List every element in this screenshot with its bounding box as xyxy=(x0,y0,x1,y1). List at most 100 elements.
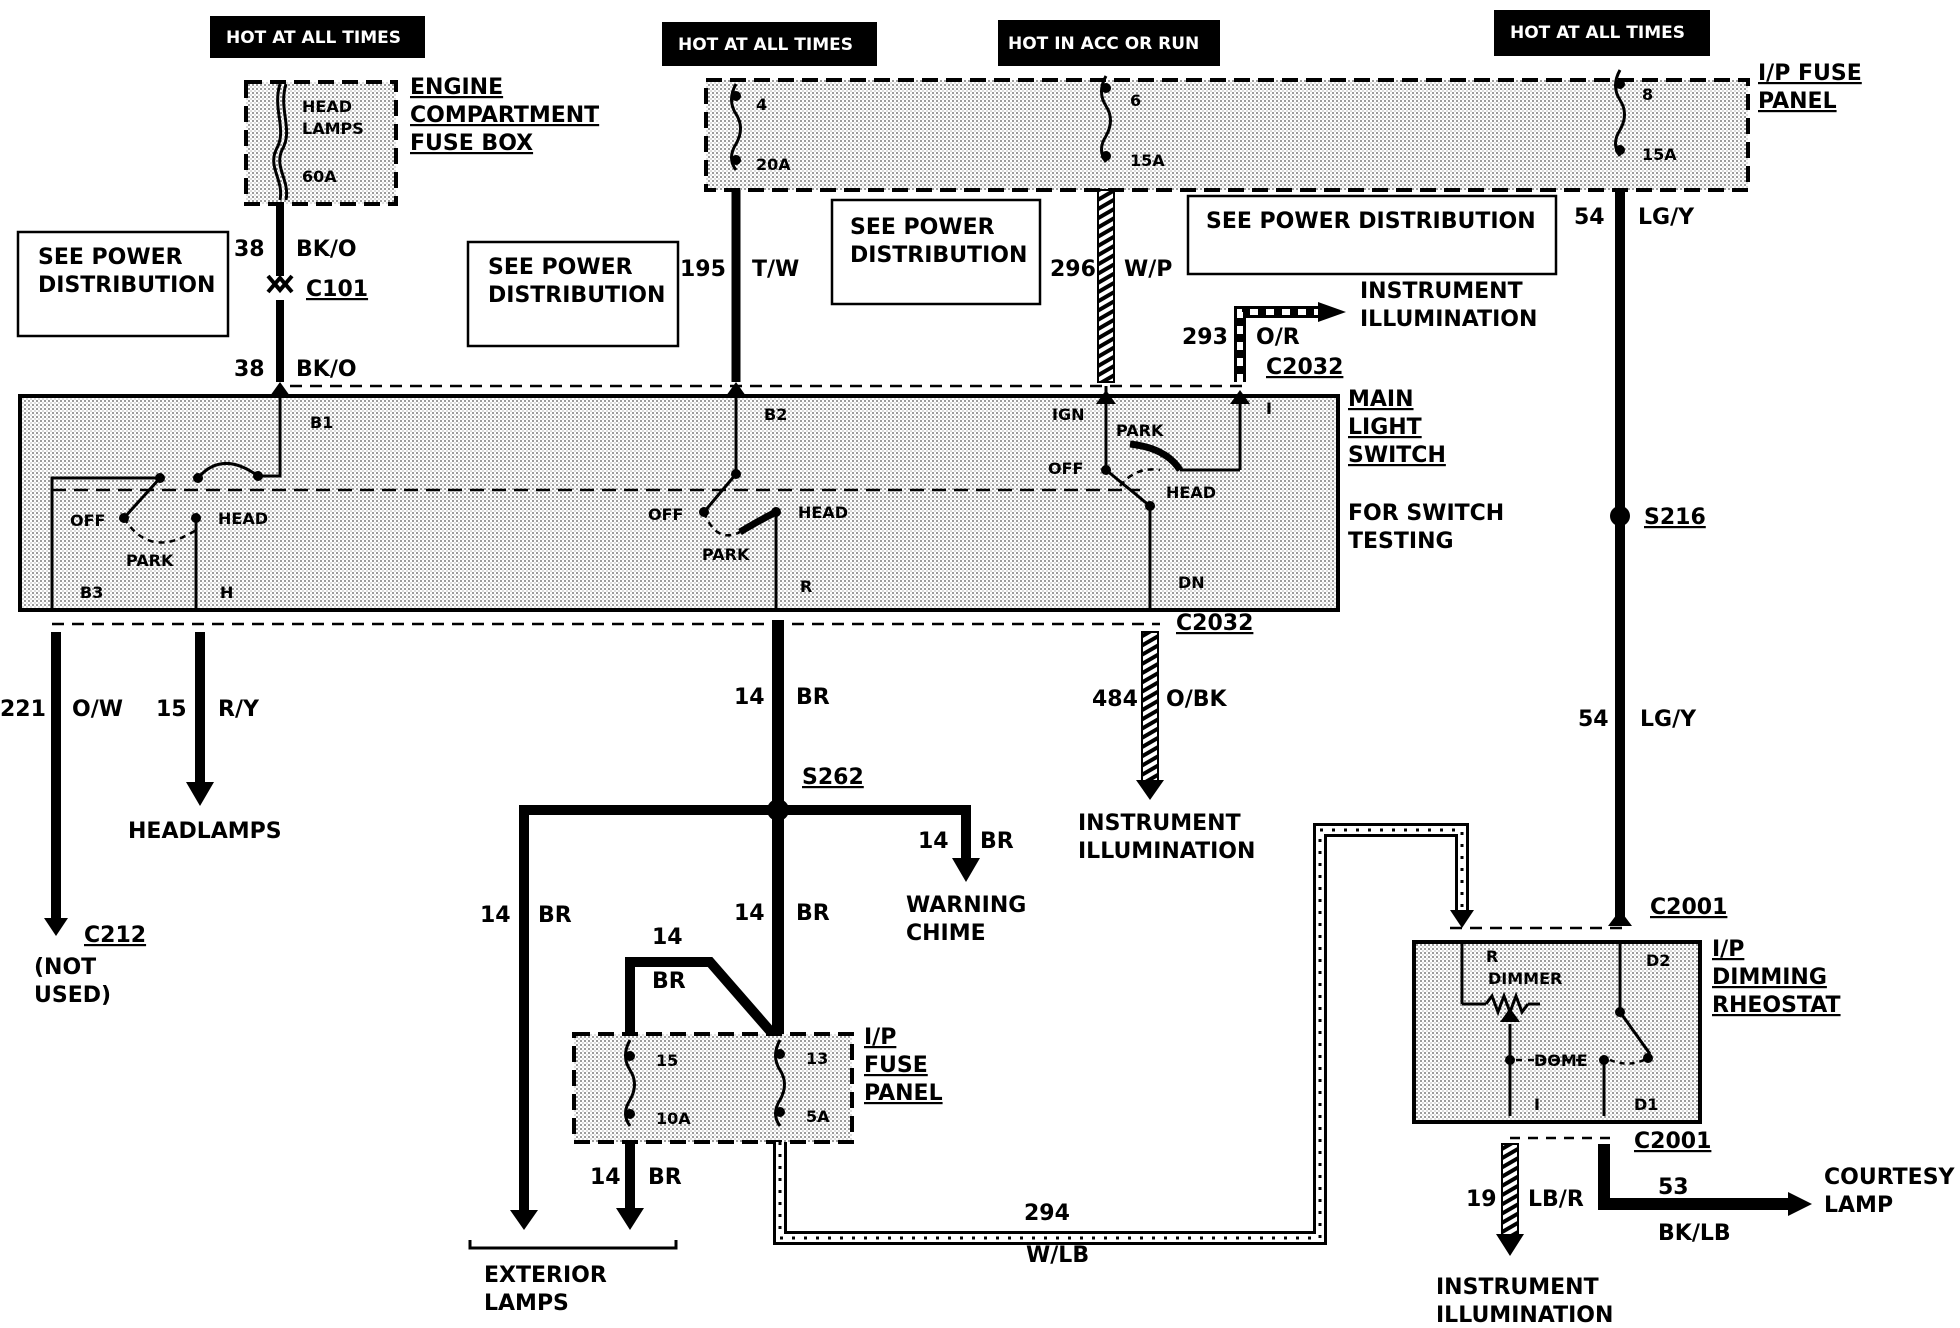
power-dist-box-2: SEE POWER DISTRIBUTION xyxy=(466,240,680,348)
exterior-lamps-1: EXTERIOR xyxy=(484,1263,607,1288)
wire-14a-num: 14 xyxy=(734,685,765,710)
wire-294-num: 294 xyxy=(1024,1201,1070,1226)
ip-fuse-panel-lower xyxy=(572,1032,854,1144)
wire-14f-num: 14 xyxy=(590,1165,621,1190)
connector-c2001-top: C2001 xyxy=(1650,895,1727,920)
engine-fuse-label-3: FUSE BOX xyxy=(410,131,533,156)
wire-38a-color: BK/O xyxy=(296,237,357,262)
wire-195-num: 195 xyxy=(680,257,726,282)
power-dist-3-line-1: SEE POWER xyxy=(850,215,995,240)
engine-fuse-label-1: ENGINE xyxy=(410,75,503,100)
ip-fuse-top-label-1: I/P FUSE xyxy=(1758,61,1862,86)
hot-tag-3: HOT IN ACC OR RUN xyxy=(998,20,1220,66)
power-dist-box-4: SEE POWER DISTRIBUTION xyxy=(1186,194,1558,276)
switch-1-off: OFF xyxy=(70,511,105,530)
pin-dn: DN xyxy=(1178,573,1205,592)
pin-ign: IGN xyxy=(1052,405,1084,424)
hot-tag-2-text: HOT AT ALL TIMES xyxy=(678,35,853,55)
main-light-switch xyxy=(18,382,1340,612)
fuse-13-num: 13 xyxy=(806,1049,828,1068)
wire-221 xyxy=(44,632,68,936)
rheostat-label-1: I/P xyxy=(1712,937,1744,962)
wire-14f-color: BR xyxy=(648,1165,682,1190)
hot-tag-1-text: HOT AT ALL TIMES xyxy=(226,28,401,48)
power-dist-1-line-1: SEE POWER xyxy=(38,245,183,270)
wire-294-color: W/LB xyxy=(1026,1243,1089,1268)
wire-19 xyxy=(1496,1143,1524,1256)
pin-b2: B2 xyxy=(764,405,787,424)
fuse-name-head: HEAD xyxy=(302,97,352,116)
rheostat-pin-i: I xyxy=(1534,1095,1540,1114)
warning-chime-2: CHIME xyxy=(906,921,986,946)
switch-3-off: OFF xyxy=(1048,459,1083,478)
fuse-6-rating: 15A xyxy=(1130,151,1165,170)
rheostat-pin-r: R xyxy=(1486,947,1498,966)
splice-s216: S216 xyxy=(1644,505,1706,530)
wire-293-num: 293 xyxy=(1182,325,1228,350)
fuse-name-lamps: LAMPS xyxy=(302,119,364,138)
power-dist-2-line-2: DISTRIBUTION xyxy=(488,283,665,308)
wire-14a-color: BR xyxy=(796,685,830,710)
pin-r: R xyxy=(800,577,812,596)
connector-c2001-bottom: C2001 xyxy=(1634,1129,1711,1154)
wire-53-num: 53 xyxy=(1658,1175,1689,1200)
wire-14e-num: 14 xyxy=(652,925,683,950)
main-switch-note-1: FOR SWITCH xyxy=(1348,501,1504,526)
switch-2-off: OFF xyxy=(648,505,683,524)
not-used-2: USED) xyxy=(34,983,111,1008)
connector-c2032-top: C2032 xyxy=(1266,355,1343,380)
wire-15-num: 15 xyxy=(156,697,187,722)
ip-fuse-top-label-2: PANEL xyxy=(1758,89,1837,114)
wire-53-color: BK/LB xyxy=(1658,1221,1731,1246)
ip-fuse-panel-top: 4 20A 6 15A 8 15A xyxy=(704,69,1750,192)
wire-15-color: R/Y xyxy=(218,697,260,722)
wire-14d-num: 14 xyxy=(734,901,765,926)
wire-38a-num: 38 xyxy=(234,237,265,262)
ip-fuse-lower-label-1: I/P xyxy=(864,1025,896,1050)
fuse-15-num: 15 xyxy=(656,1051,678,1070)
fuse-4-num: 4 xyxy=(756,95,767,114)
exterior-lamps-2: LAMPS xyxy=(484,1291,569,1316)
wire-38b-num: 38 xyxy=(234,357,265,382)
rheostat-dimmer: DIMMER xyxy=(1488,969,1562,988)
wire-14c-num: 14 xyxy=(480,903,511,928)
switch-2-park: PARK xyxy=(702,545,750,564)
connector-c101: C101 xyxy=(306,277,368,302)
connector-c212: C212 xyxy=(84,923,146,948)
wire-54a-num: 54 xyxy=(1574,205,1605,230)
power-dist-box-1: SEE POWER DISTRIBUTION xyxy=(16,230,230,338)
not-used-1: (NOT xyxy=(34,955,96,980)
rheostat-pin-d2: D2 xyxy=(1646,951,1670,970)
rheostat-pin-d1: D1 xyxy=(1634,1095,1658,1114)
switch-1-head: HEAD xyxy=(218,509,268,528)
fuse-15-rating: 10A xyxy=(656,1109,691,1128)
ip-dimming-rheostat xyxy=(1412,940,1702,1124)
splice-s216-dot xyxy=(1610,506,1630,526)
power-dist-1-line-2: DISTRIBUTION xyxy=(38,273,215,298)
wire-54a-color: LG/Y xyxy=(1638,205,1695,230)
wire-296-num: 296 xyxy=(1050,257,1096,282)
main-switch-note-2: TESTING xyxy=(1348,529,1454,554)
rheostat-dome: DOME xyxy=(1534,1051,1588,1070)
fuse-13-rating: 5A xyxy=(806,1107,830,1126)
wire-293-color: O/R xyxy=(1256,325,1300,350)
wire-484-color: O/BK xyxy=(1166,687,1228,712)
fuse-8-num: 8 xyxy=(1642,85,1653,104)
wire-221-color: O/W xyxy=(72,697,123,722)
wire-296 xyxy=(1097,189,1115,383)
switch-3-park: PARK xyxy=(1116,421,1164,440)
wire-484-num: 484 xyxy=(1092,687,1138,712)
instr-illum-mid-2: ILLUMINATION xyxy=(1078,839,1255,864)
power-dist-3-line-2: DISTRIBUTION xyxy=(850,243,1027,268)
switch-2-head: HEAD xyxy=(798,503,848,522)
instr-illum-mid-1: INSTRUMENT xyxy=(1078,811,1241,836)
pin-b1: B1 xyxy=(310,413,333,432)
instr-illum-top-1: INSTRUMENT xyxy=(1360,279,1523,304)
switch-1-park: PARK xyxy=(126,551,174,570)
hot-tag-4-text: HOT AT ALL TIMES xyxy=(1510,23,1685,43)
power-dist-box-3: SEE POWER DISTRIBUTION xyxy=(830,198,1042,306)
wire-54b-color: LG/Y xyxy=(1640,707,1697,732)
warning-chime-1: WARNING xyxy=(906,893,1026,918)
wire-296-color: W/P xyxy=(1124,257,1172,282)
